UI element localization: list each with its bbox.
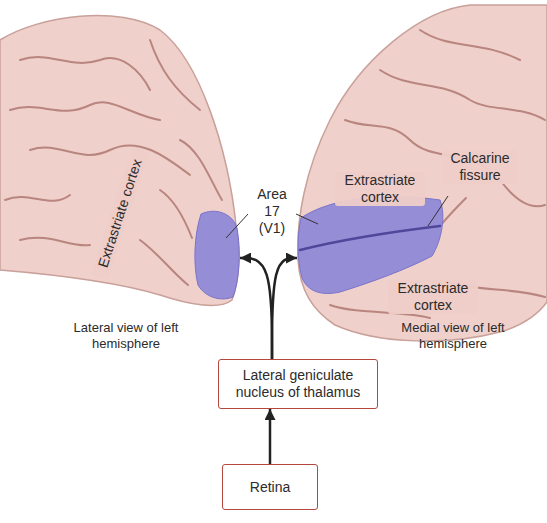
region-label: Extrastriate cortex (335, 172, 425, 206)
region-label: Extrastriate cortex (388, 280, 478, 314)
pathway-arrow (272, 258, 297, 359)
brain-sulcus (500, 180, 545, 206)
process-box: Lateral geniculate nucleus of thalamus (218, 359, 378, 409)
brain-outline (0, 16, 239, 306)
brain-sulcus (30, 145, 190, 175)
calcarine-fissure (300, 226, 440, 250)
v1-region (195, 211, 239, 299)
view-caption: Lateral view of left hemisphere (70, 320, 182, 351)
pathway-arrow (240, 258, 272, 359)
brain-sulcus (160, 190, 192, 238)
leader-line (226, 214, 248, 238)
brain-hemisphere: Extrastriate cortex Calcarine fissureExtr… (297, 0, 547, 355)
view-caption: Medial view of left hemisphere (397, 320, 509, 351)
brain-sulcus (20, 57, 150, 90)
box-label: Retina (250, 479, 290, 496)
leader-line (428, 196, 448, 226)
region-label: Calcarine fissure (442, 150, 518, 184)
pathway-arrow (269, 409, 272, 464)
area-label: Area 17 (V1) (252, 186, 292, 236)
brain-sulcus (420, 30, 520, 60)
brain-sulcus (5, 195, 70, 201)
brain-sulcus (10, 102, 160, 120)
brain-sulcus (150, 40, 200, 110)
brain-sulcus (20, 238, 90, 246)
brain-outline (298, 5, 547, 341)
brain-sulcus (380, 70, 545, 120)
brain-hemisphere: Extrastriate cortexLateral view of left … (0, 0, 240, 355)
brain-sulcus (140, 240, 188, 285)
leader-line (296, 214, 318, 224)
brain-sulcus (180, 140, 222, 200)
v1-region (298, 197, 443, 294)
brain-illustration (0, 0, 240, 355)
process-box: Retina (222, 464, 318, 510)
box-label: Lateral geniculate nucleus of thalamus (231, 367, 365, 401)
